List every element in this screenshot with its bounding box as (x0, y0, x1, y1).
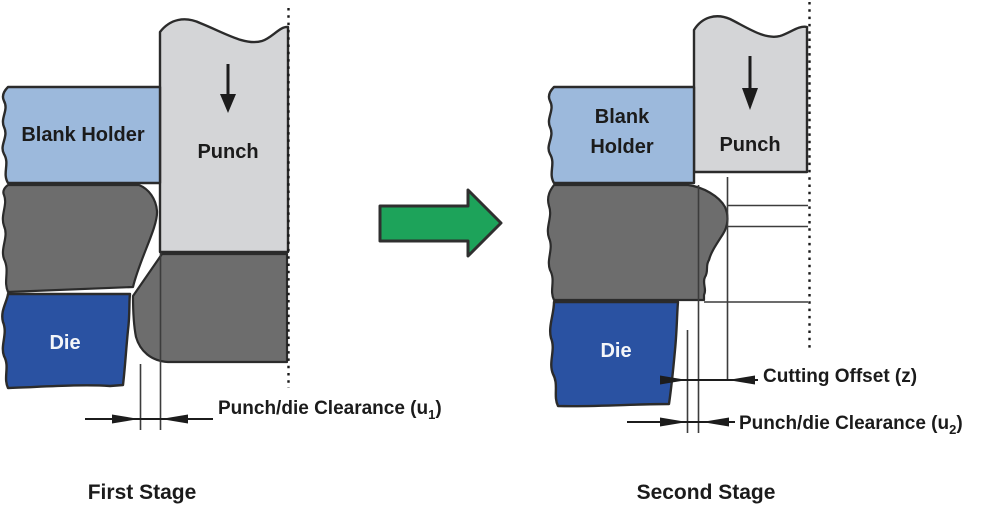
blank-holder-label: Blank Holder (21, 124, 145, 146)
punch-die-clearance-label-2: Punch/die Clearance (u2) (739, 413, 963, 437)
punch-label: Punch (197, 141, 259, 163)
punch-motion-arrow-icon (742, 56, 758, 110)
subscript: 2 (949, 422, 957, 437)
slug-shape (131, 252, 289, 364)
blank-holder-shape (547, 85, 696, 185)
dimension-arrow-left-icon (161, 414, 188, 424)
punch-shape (158, 18, 290, 254)
dimension-arrow-left-icon (702, 417, 729, 427)
subscript: 1 (428, 407, 436, 422)
clearance-dimension (627, 417, 735, 427)
die-label: Die (600, 340, 632, 362)
first-stage-diagram (1, 8, 290, 430)
sheet-shape (1, 183, 159, 294)
blank-holder-label: Blank Holder (590, 106, 654, 158)
die-shape (1, 292, 132, 390)
dimension-arrow-right-icon (660, 417, 687, 427)
punch-label: Punch (719, 134, 781, 156)
second-stage-caption: Second Stage (636, 481, 776, 504)
cutting-offset-label: Cutting Offset (z) (763, 366, 918, 387)
dimension-arrow-right-icon (112, 414, 139, 424)
punch-motion-arrow-icon (220, 64, 236, 113)
first-stage-caption: First Stage (87, 481, 197, 504)
second-stage-diagram (546, 2, 811, 433)
die-label: Die (49, 332, 81, 354)
stage-transition-arrow-icon (378, 188, 503, 258)
dimension-arrow-right-icon (660, 375, 687, 385)
sheet-shape (546, 183, 729, 302)
blank-holder-shape (1, 85, 162, 185)
die-shape (549, 300, 680, 408)
punch-die-clearance-label-1: Punch/die Clearance (u1) (218, 398, 442, 422)
clearance-dimension (85, 253, 213, 430)
cutting-offset-dimension (660, 375, 758, 385)
dimension-arrow-left-icon (728, 375, 755, 385)
